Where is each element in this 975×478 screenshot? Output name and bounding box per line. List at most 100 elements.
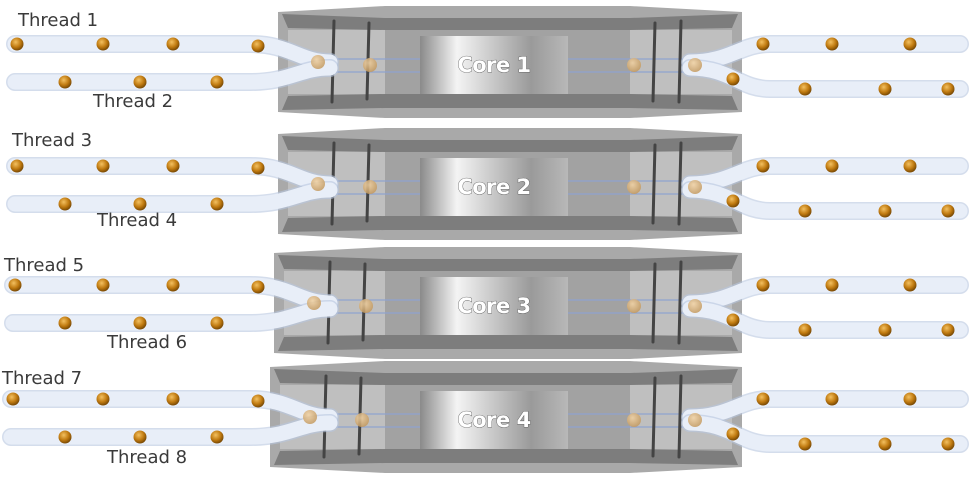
instruction-dot [210, 316, 224, 330]
top-band [385, 140, 630, 152]
instruction-dot [825, 392, 839, 406]
core-label: Core 4 [457, 408, 530, 432]
instruction-dot [58, 75, 72, 89]
top-band-left [278, 255, 385, 271]
instruction-dot [58, 316, 72, 330]
thread-label: Thread 4 [96, 210, 177, 231]
bottom-band-left [274, 449, 385, 465]
instruction-dot [210, 430, 224, 444]
instruction-dot [166, 37, 180, 51]
instruction-dot [58, 197, 72, 211]
instruction-dot [166, 278, 180, 292]
instruction-dot [941, 204, 955, 218]
instruction-dot [10, 37, 24, 51]
bottom-band [385, 335, 630, 349]
instruction-dot [903, 392, 917, 406]
instruction-dot [878, 204, 892, 218]
core-cylinder [420, 158, 568, 216]
thread-tube [3, 415, 338, 445]
core-label: Core 2 [457, 175, 530, 199]
core-group-3: Core 3 Thread 5 Thread 6 [3, 247, 969, 359]
instruction-dot [798, 323, 812, 337]
top-band-right [630, 14, 738, 30]
gate-bar [651, 143, 657, 225]
core-cylinder [420, 391, 568, 449]
thread-label: Thread 7 [1, 368, 82, 389]
instruction-dot-in-core [363, 180, 377, 194]
core-cylinder [420, 36, 568, 94]
instruction-dot-in-core [359, 299, 373, 313]
instruction-dot [756, 159, 770, 173]
instruction-dot-in-core [363, 58, 377, 72]
top-band-left [274, 369, 385, 385]
instruction-dot [903, 159, 917, 173]
thread-label: Thread 8 [106, 447, 187, 468]
instruction-dot [756, 278, 770, 292]
bottom-band-right [630, 335, 738, 351]
instruction-dot-in-core [627, 180, 641, 194]
instruction-dot [825, 37, 839, 51]
instruction-dot-in-core [311, 177, 325, 191]
thread-label: Thread 2 [92, 91, 173, 112]
thread-label: Thread 1 [17, 10, 98, 31]
instruction-dot [10, 159, 24, 173]
instruction-dot [825, 159, 839, 173]
instruction-dot [756, 392, 770, 406]
thread-tube [5, 301, 338, 331]
core-cylinder [420, 277, 568, 335]
gate-bar [651, 262, 657, 344]
instruction-dot [133, 430, 147, 444]
bottom-band [385, 94, 630, 108]
core-label: Core 1 [457, 53, 530, 77]
instruction-dot [878, 437, 892, 451]
instruction-dot-in-core [355, 413, 369, 427]
gate-bar [677, 374, 683, 459]
instruction-dot-in-core [688, 180, 702, 194]
instruction-dot [58, 430, 72, 444]
gate-bar [651, 21, 657, 103]
thread-label: Thread 6 [106, 332, 187, 353]
instruction-dot [941, 323, 955, 337]
instruction-dot [726, 313, 740, 327]
instruction-dot [878, 323, 892, 337]
core-group-4: Core 4 Thread 7 Thread 8 [1, 361, 969, 473]
instruction-dot [166, 392, 180, 406]
gate-bar [677, 141, 683, 226]
instruction-dot-in-core [627, 413, 641, 427]
instruction-dot [726, 72, 740, 86]
instruction-dot [941, 82, 955, 96]
thread-label: Thread 5 [3, 255, 84, 276]
instruction-dot [96, 37, 110, 51]
instruction-dot-in-core [688, 58, 702, 72]
instruction-dot-in-core [688, 299, 702, 313]
gate-bar [651, 376, 657, 458]
gate-bar [677, 19, 683, 104]
instruction-dot [133, 197, 147, 211]
top-band-right [630, 136, 738, 152]
top-band [385, 259, 630, 271]
bottom-band-right [630, 449, 738, 465]
instruction-dot [756, 37, 770, 51]
instruction-dot [825, 278, 839, 292]
instruction-dot [878, 82, 892, 96]
top-band-right [630, 369, 738, 385]
instruction-dot-in-core [627, 58, 641, 72]
instruction-dot [96, 159, 110, 173]
core-label: Core 3 [457, 294, 530, 318]
instruction-dot [96, 278, 110, 292]
instruction-dot [903, 37, 917, 51]
instruction-dot [210, 75, 224, 89]
instruction-dot [726, 194, 740, 208]
top-band [385, 18, 630, 30]
instruction-dot-in-core [627, 299, 641, 313]
bottom-band [385, 449, 630, 463]
instruction-dot [251, 39, 265, 53]
instruction-dot [251, 280, 265, 294]
instruction-dot-in-core [311, 55, 325, 69]
instruction-dot [133, 316, 147, 330]
bottom-band [385, 216, 630, 230]
instruction-dot [798, 204, 812, 218]
